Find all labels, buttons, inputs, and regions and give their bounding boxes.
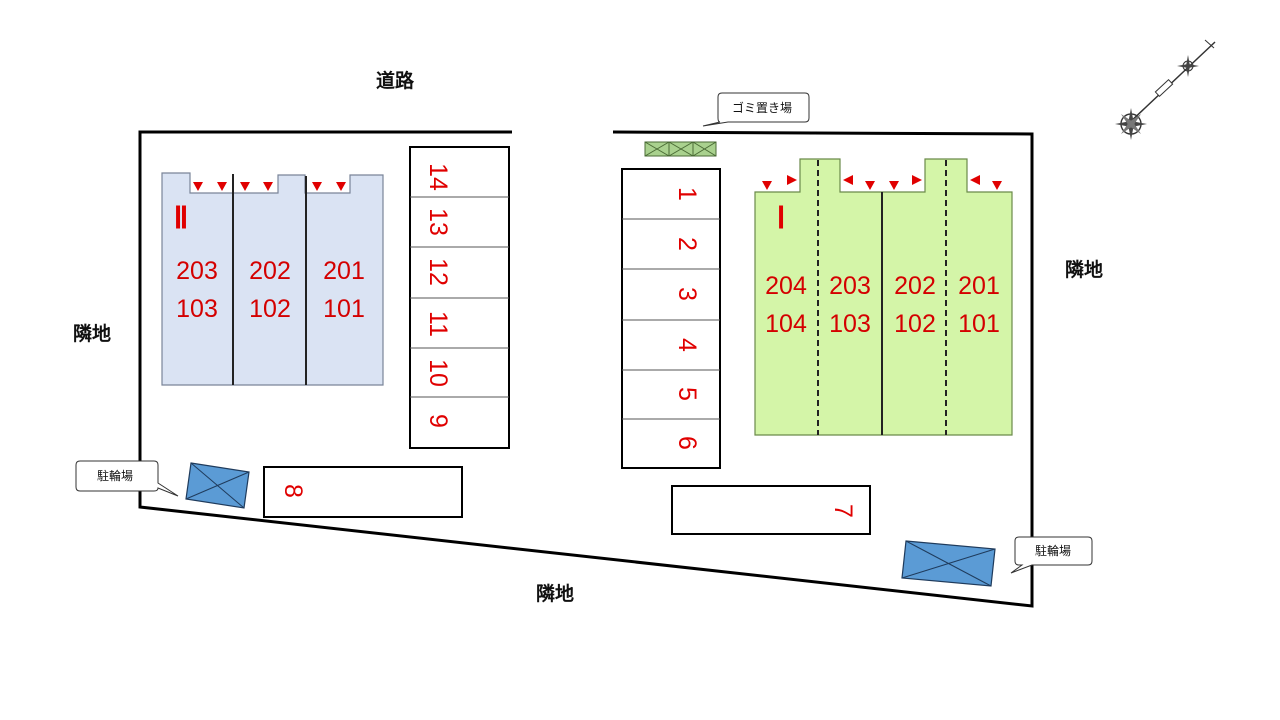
entrance-markers — [762, 175, 1002, 190]
room-202-upper: 202 — [249, 257, 291, 285]
parking-space-14: 14 — [424, 163, 452, 191]
garbage-callout-text: ゴミ置き場 — [732, 100, 792, 115]
parking-right-column: 1 2 3 4 5 6 — [621, 168, 721, 469]
parking-space-8: 8 — [279, 484, 307, 498]
room-203-upper: 203 — [176, 257, 218, 285]
parking-space-11: 11 — [424, 311, 452, 337]
site-boundary — [138, 130, 1034, 608]
road-label: 道路 — [376, 69, 415, 92]
parking-space-12: 12 — [424, 258, 452, 286]
parking-space-7: 7 — [829, 504, 857, 518]
garbage-area — [644, 141, 717, 157]
building-1-name: Ⅰ — [777, 202, 786, 235]
parking-space-5: 5 — [673, 387, 701, 401]
parking-space-6: 6 — [673, 436, 701, 450]
bike-parking-right — [901, 540, 996, 587]
room-102-lower: 102 — [894, 310, 936, 338]
room-101-lower: 101 — [958, 310, 1000, 338]
room-101-lower: 101 — [323, 295, 365, 323]
building-1: Ⅰ 204 203 202 201 104 103 102 101 — [754, 158, 1013, 436]
parking-space-8-box: 8 — [263, 466, 463, 518]
room-102-lower: 102 — [249, 295, 291, 323]
parking-space-9: 9 — [424, 414, 452, 428]
room-103-lower: 103 — [176, 295, 218, 323]
garbage-callout: ゴミ置き場 — [702, 92, 810, 127]
parking-space-10: 10 — [424, 359, 452, 387]
bike-callout-right: 駐輪場 — [1010, 536, 1093, 574]
parking-space-2: 2 — [673, 237, 701, 251]
neighbor-right-label: 隣地 — [1065, 258, 1103, 281]
bike-parking-left — [185, 462, 250, 509]
neighbor-bottom-label: 隣地 — [536, 582, 574, 605]
bike-callout-left-text: 駐輪場 — [97, 468, 133, 483]
bike-callout-right-text: 駐輪場 — [1035, 543, 1071, 558]
compass-rose-icon — [1115, 39, 1216, 140]
parking-space-7-box: 7 — [671, 485, 871, 535]
building-2-name: Ⅱ — [174, 202, 189, 235]
room-204-upper: 204 — [765, 272, 807, 300]
room-104-lower: 104 — [765, 310, 807, 338]
room-201-upper: 201 — [958, 272, 1000, 300]
room-203-upper: 203 — [829, 272, 871, 300]
room-201-upper: 201 — [323, 257, 365, 285]
building-2: Ⅱ 203 202 201 103 102 101 — [161, 172, 384, 386]
parking-space-1: 1 — [673, 187, 701, 201]
room-103-lower: 103 — [829, 310, 871, 338]
bike-callout-left: 駐輪場 — [75, 460, 179, 497]
room-202-upper: 202 — [894, 272, 936, 300]
entrance-markers — [193, 182, 346, 191]
parking-space-3: 3 — [673, 287, 701, 301]
parking-space-4: 4 — [673, 338, 701, 352]
neighbor-left-label: 隣地 — [73, 322, 111, 345]
parking-left-column: 14 13 12 11 10 9 — [409, 146, 510, 449]
parking-space-13: 13 — [424, 208, 452, 236]
